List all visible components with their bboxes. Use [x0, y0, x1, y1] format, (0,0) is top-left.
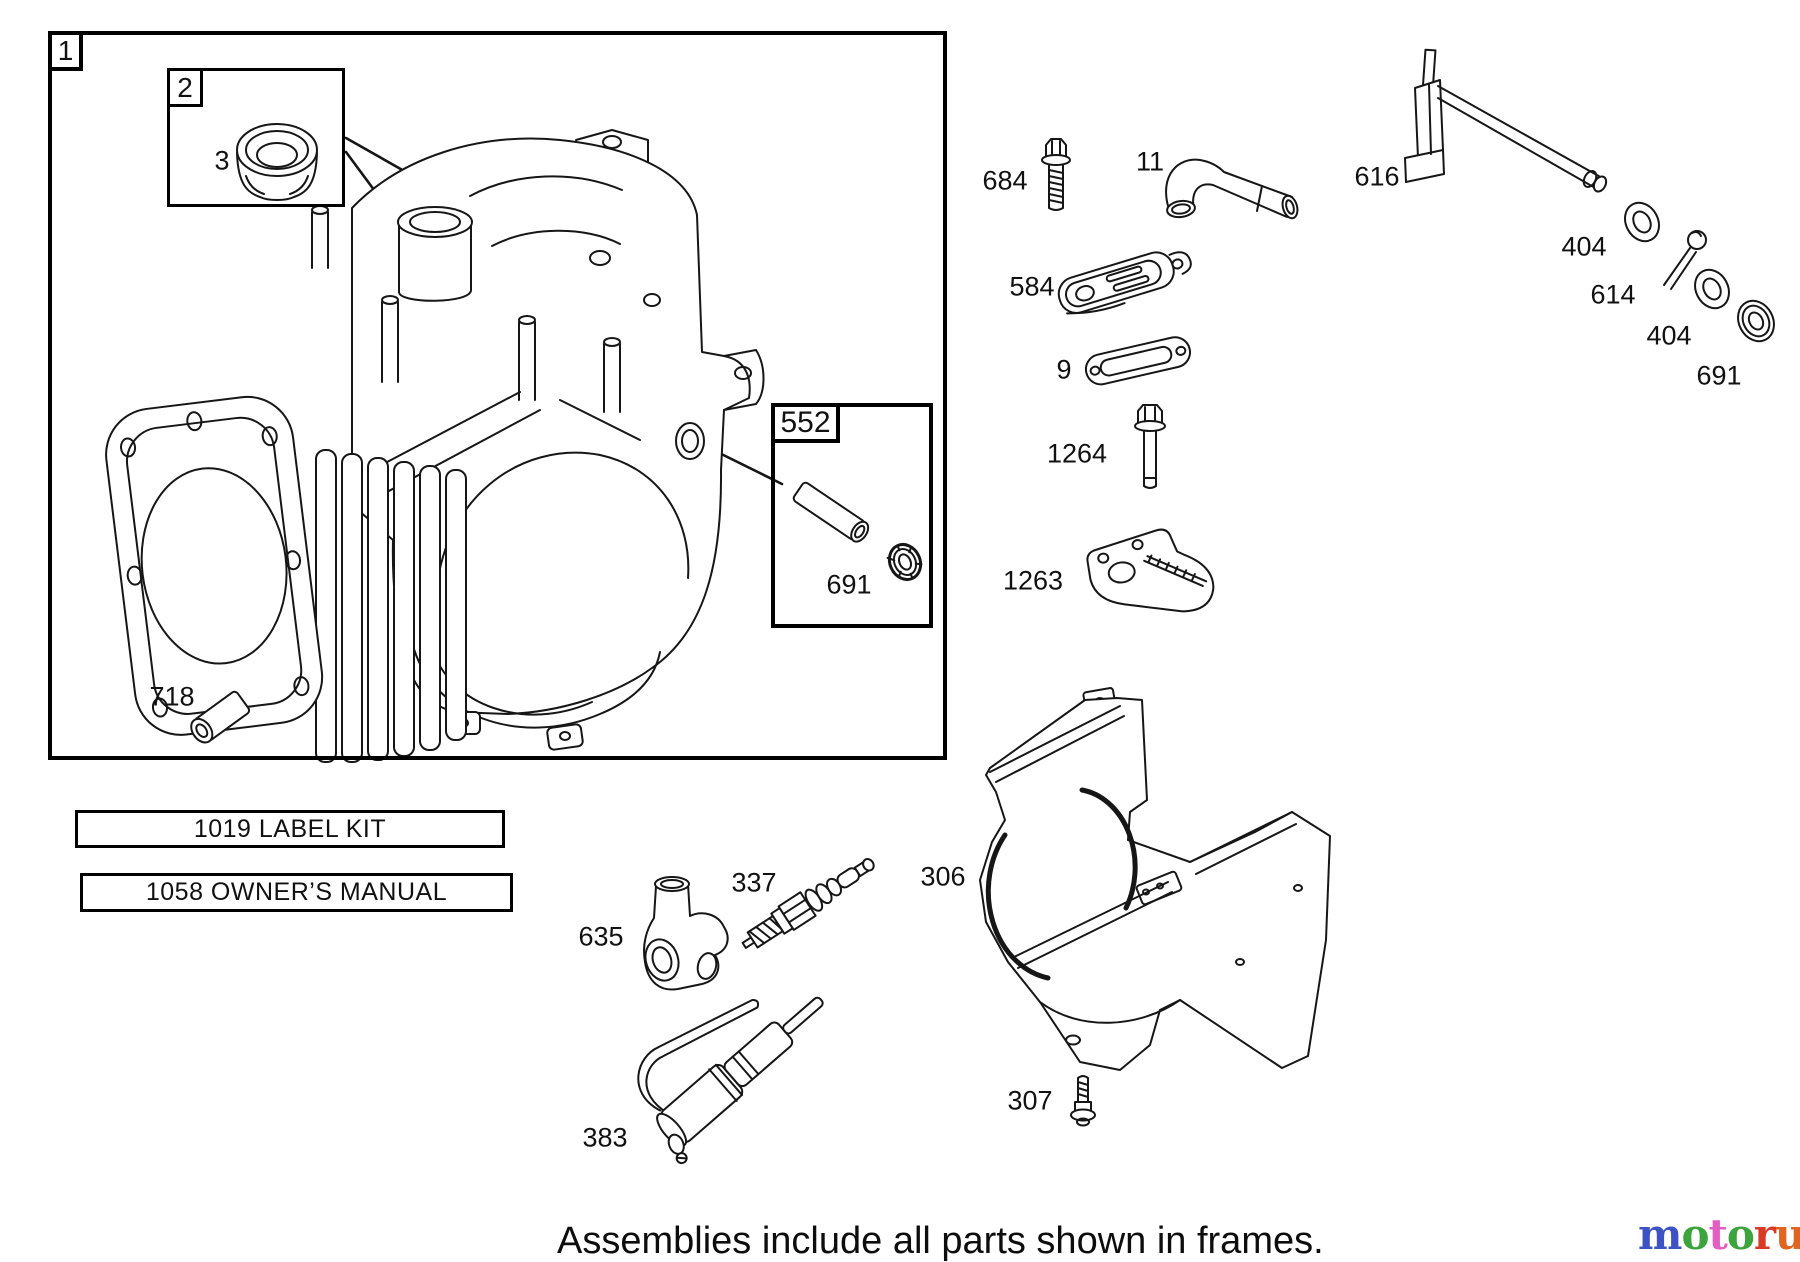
part-label-635: 635 — [578, 921, 624, 952]
part-label-9: 9 — [1056, 354, 1072, 385]
frame-1-label: 1 — [48, 31, 83, 71]
pin-552-drawing — [792, 481, 871, 545]
label-kit-box: 1019 LABEL KIT — [75, 810, 505, 848]
engine-crankcase-drawing — [101, 130, 764, 762]
frame-552: 552 — [771, 403, 933, 628]
frame-552-label: 552 — [771, 403, 840, 443]
logo-letter-o2: o — [1726, 1210, 1755, 1259]
footer-caption: Assemblies include all parts shown in fr… — [557, 1220, 1324, 1262]
seal-3-drawing — [237, 124, 317, 200]
frame-2-label: 2 — [167, 68, 203, 107]
part-label-404-a: 404 — [1561, 231, 1607, 262]
baffle-306-drawing — [980, 688, 1330, 1070]
frame-1: 1 — [48, 31, 947, 760]
logo-letter-u: u — [1775, 1210, 1800, 1259]
bolt-684-drawing — [1042, 139, 1070, 210]
logo-letter-m: m — [1638, 1210, 1682, 1259]
washer-404a-drawing — [1618, 197, 1665, 247]
frame-2: 2 — [167, 68, 345, 207]
part-label-404-b: 404 — [1646, 320, 1692, 351]
part-label-718: 718 — [149, 681, 195, 712]
screw-307-drawing — [1071, 1076, 1095, 1126]
seal-691-inset-drawing — [884, 539, 926, 584]
washer-404b-drawing — [1688, 264, 1735, 314]
shaft-616-drawing — [1405, 50, 1609, 194]
boot-635-drawing — [640, 877, 727, 990]
part-label-691-right: 691 — [1696, 360, 1742, 391]
cover-584-drawing — [1055, 243, 1197, 321]
part-label-306: 306 — [920, 861, 966, 892]
part-label-11: 11 — [1135, 146, 1165, 177]
pin-614-drawing — [1664, 231, 1706, 289]
part-label-584: 584 — [1009, 271, 1055, 302]
bolt-1264-drawing — [1135, 405, 1165, 488]
logo-letter-o1: o — [1681, 1210, 1709, 1259]
motoruf-logo[interactable]: m o t o r u f .de — [1638, 1214, 1800, 1256]
part-label-684: 684 — [982, 165, 1028, 196]
part-label-337: 337 — [731, 867, 777, 898]
plate-1263-drawing — [1084, 523, 1216, 626]
elbow-11-drawing — [1166, 160, 1300, 220]
part-label-616: 616 — [1354, 161, 1400, 192]
spark-plug-337-drawing — [737, 850, 881, 957]
part-label-1264: 1264 — [1046, 438, 1108, 469]
logo-letter-r: r — [1753, 1210, 1776, 1259]
part-label-1263: 1263 — [1002, 565, 1064, 596]
tube-383-drawing — [612, 945, 843, 1165]
part-label-3: 3 — [214, 145, 230, 176]
washer-691-drawing — [1731, 294, 1781, 347]
spacer-718-drawing — [187, 690, 251, 746]
part-label-307: 307 — [1007, 1085, 1053, 1116]
part-label-383: 383 — [582, 1122, 628, 1153]
logo-letter-t: t — [1708, 1210, 1727, 1259]
gasket-9-drawing — [1083, 334, 1193, 387]
part-label-614: 614 — [1590, 279, 1636, 310]
part-label-691-inset: 691 — [826, 569, 872, 600]
owners-manual-box: 1058 OWNER’S MANUAL — [80, 873, 513, 912]
